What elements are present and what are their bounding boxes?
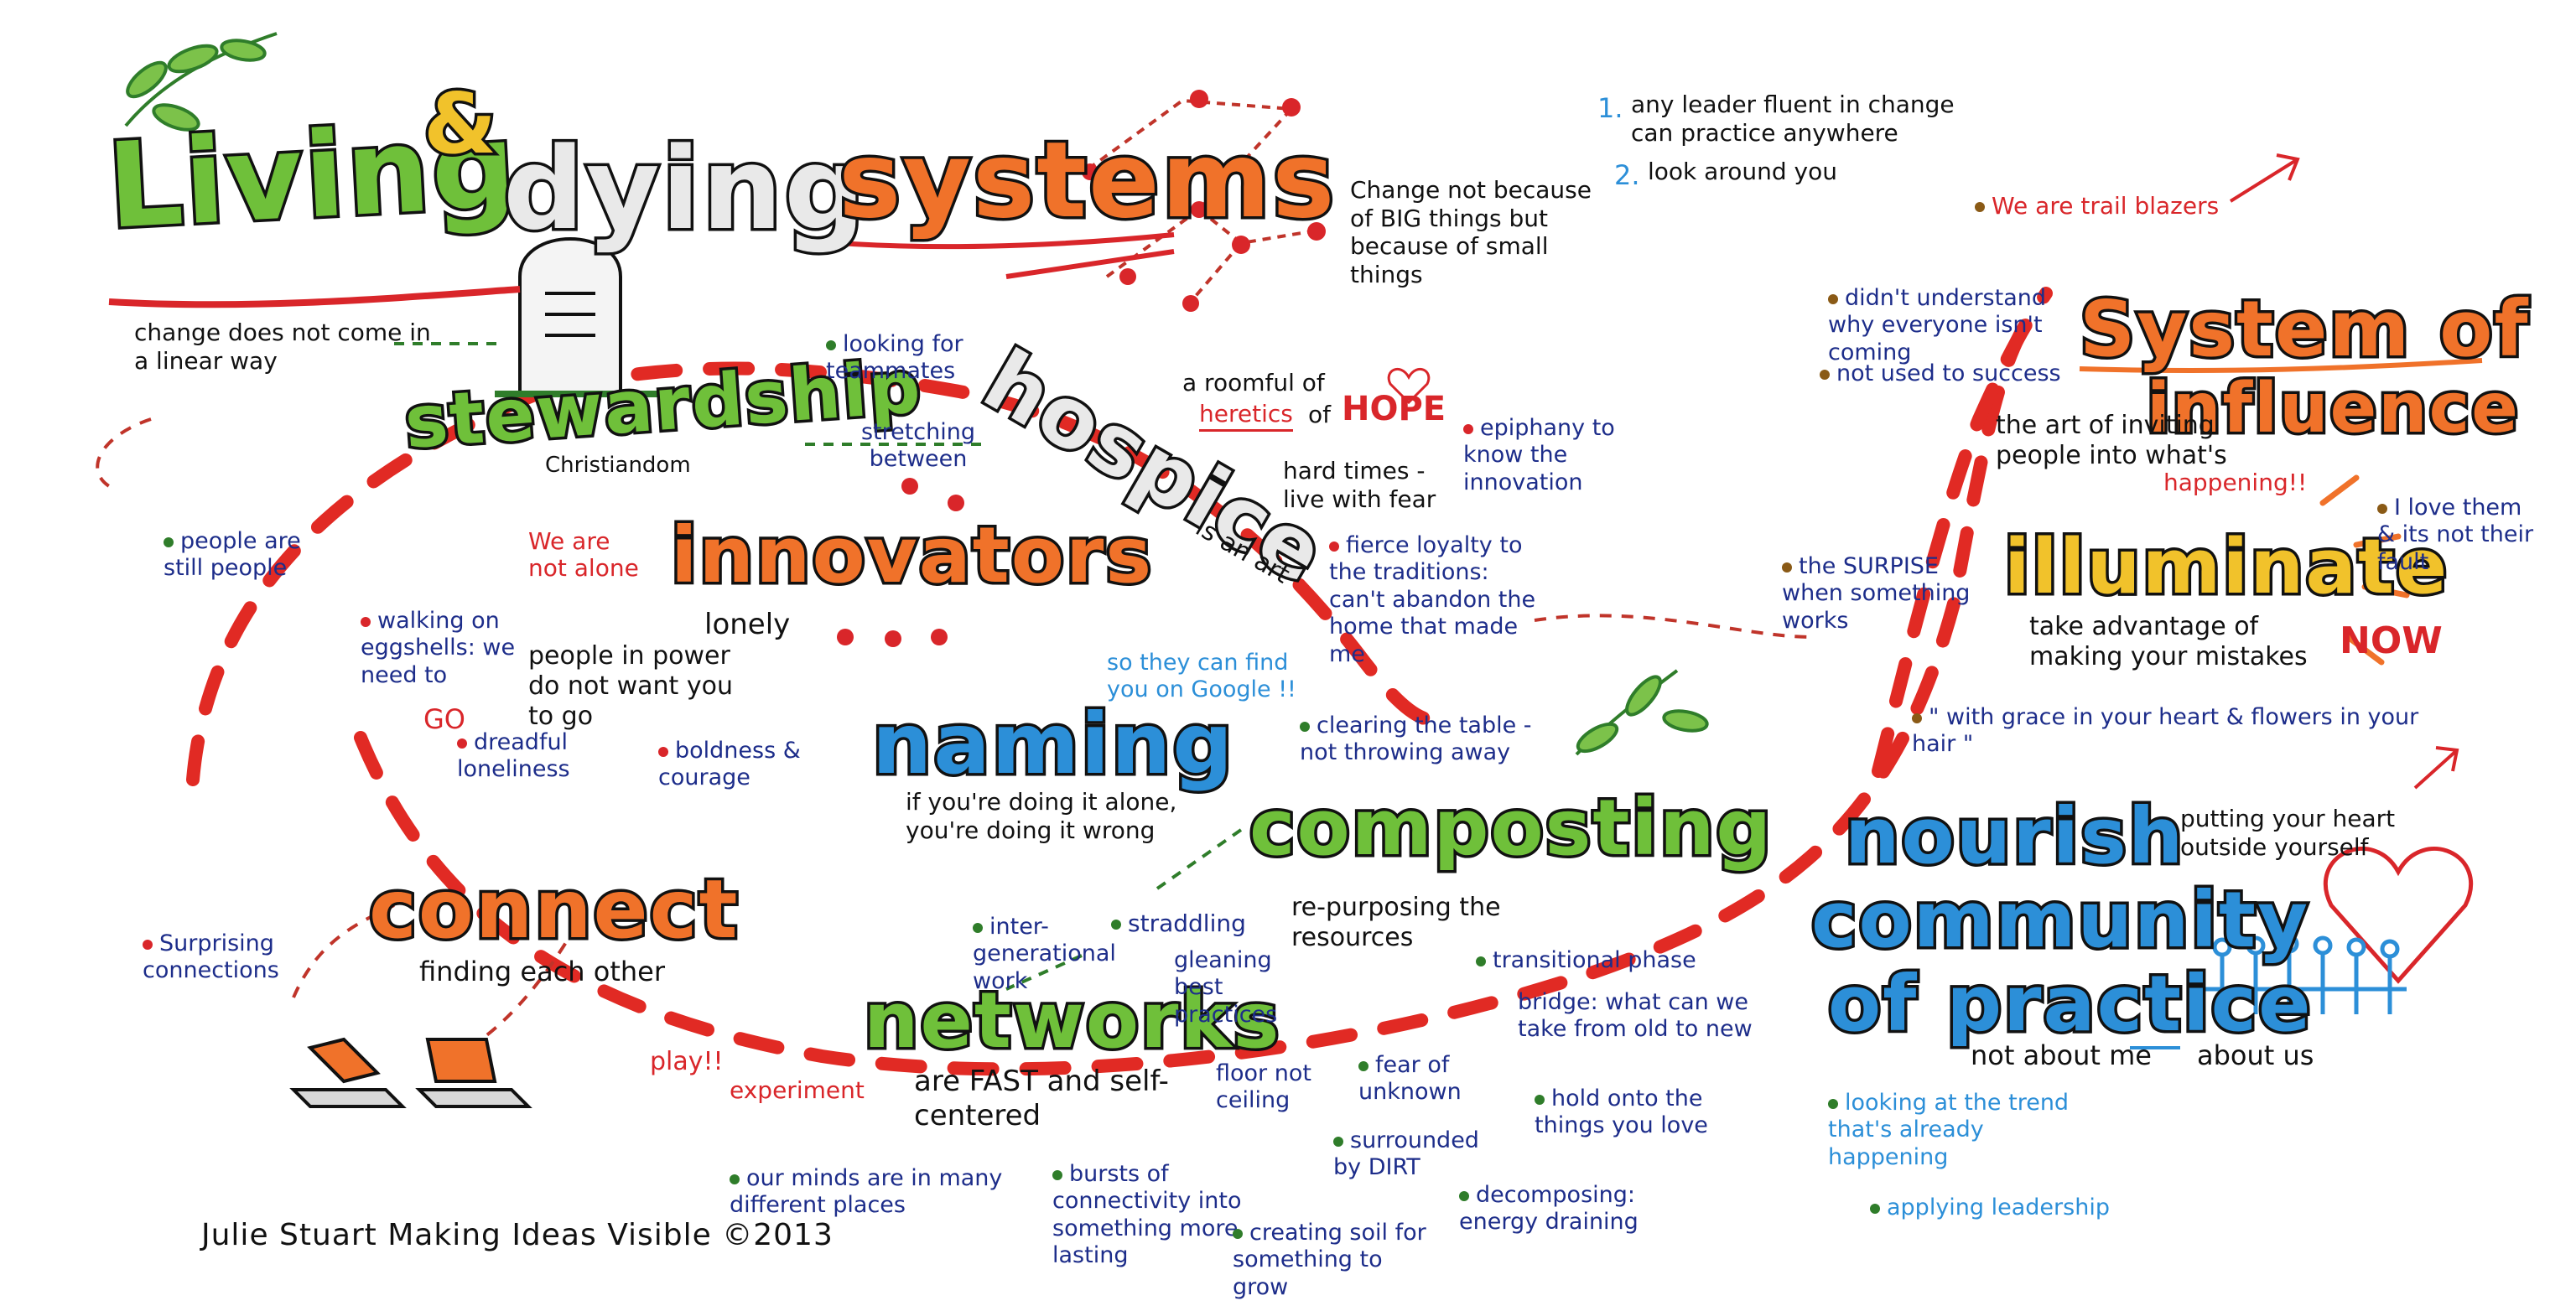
note-heretics: heretics	[1199, 400, 1293, 433]
heading-ampersand: &	[420, 75, 499, 173]
note-surprising-connections: Surprising connections	[143, 930, 310, 985]
note-hard-times: hard times - live with fear	[1283, 457, 1436, 513]
note-happening: happening!!	[2163, 469, 2308, 496]
note-transitional: transitional phase	[1476, 947, 1744, 974]
arrow-trail-blazers	[2229, 153, 2300, 203]
note-looking-for-teammates: looking for teammates	[826, 331, 1027, 386]
note-floor-not-ceiling: floor not ceiling	[1216, 1060, 1311, 1114]
note-not-used-to-success: not used to success	[1820, 360, 2061, 387]
note-walking-on-eggshells: walking on eggshells: we need to	[361, 608, 520, 689]
note-people-still-people: people are still people	[164, 528, 331, 583]
note-now: NOW	[2340, 619, 2443, 662]
note-bursts: bursts of connectivity into something mo…	[1052, 1161, 1304, 1270]
note-are-fast: are FAST and self-centered	[914, 1065, 1169, 1132]
laptop-drawings	[289, 1037, 532, 1108]
note-about-us: about us	[2197, 1039, 2314, 1071]
note-roomful-of: a roomful of	[1182, 369, 1325, 396]
arrow-heart	[2413, 746, 2459, 790]
note-creating-soil: creating soil for something to grow	[1233, 1220, 1442, 1301]
heading-community: community	[1809, 875, 2311, 965]
note-look-around: look around you	[1648, 158, 1837, 185]
note-play: play!!	[650, 1047, 724, 1076]
note-naming-alone: if you're doing it alone, you're doing i…	[906, 788, 1177, 844]
sprout-drawing	[1575, 669, 1709, 756]
heading-nourish: nourish	[1841, 791, 2185, 881]
note-clearing-table: clearing the table - not throwing away	[1300, 712, 1560, 767]
people-group-drawing	[2205, 934, 2407, 1014]
note-hold-onto: hold onto the things you love	[1535, 1086, 1736, 1140]
note-art-of-inviting: the art of inviting people into what's	[1996, 411, 2227, 470]
heading-influence: influence	[2144, 369, 2521, 448]
note-straddling: straddling	[1111, 909, 1246, 938]
note-list-1: 1.	[1597, 92, 1623, 124]
note-fierce-loyalty: fierce loyalty to the traditions: can't …	[1329, 532, 1547, 668]
dashed-connector-laptops	[468, 920, 580, 1049]
note-we-are-not-alone: We are not alone	[528, 527, 639, 583]
heading-innovators: innovators	[667, 510, 1154, 600]
heading-dying: dying	[501, 123, 869, 255]
note-intergenerational: inter-generational work	[973, 914, 1116, 994]
note-hope: HOPE	[1342, 390, 1446, 428]
note-not-about-me: not about me	[1971, 1039, 2152, 1071]
note-with-grace: " with grace in your heart & flowers in …	[1912, 704, 2432, 759]
note-change-not-big: Change not because of BIG things but bec…	[1350, 176, 1592, 288]
note-epiphany: epiphany to know the innovation	[1463, 415, 1665, 496]
note-applying-leadership: applying leadership	[1870, 1194, 2110, 1221]
note-experiment: experiment	[730, 1076, 865, 1104]
heading-connect: connect	[366, 863, 740, 956]
note-heart-outside: putting your heart outside yourself	[2180, 805, 2396, 861]
heading-systems: systems	[835, 120, 1337, 241]
heading-naming: naming	[870, 695, 1236, 793]
flow-line-lower	[354, 312, 2036, 1076]
note-list-2: 2.	[1614, 159, 1640, 191]
note-surrounded-dirt: surrounded by DIRT	[1333, 1127, 1493, 1182]
note-leader-fluent: any leader fluent in change can practice…	[1631, 91, 1955, 147]
heading-composting: composting	[1246, 783, 1774, 873]
leaves-drawing	[124, 32, 278, 132]
note-the-surprise: the SURPISE when something works	[1782, 553, 1975, 635]
note-boldness-courage: boldness & courage	[658, 738, 801, 791]
tombstone-drawing	[495, 237, 662, 397]
heading-illuminate: illuminate	[2001, 523, 2449, 611]
heart-icon	[1387, 367, 1431, 405]
heading-of-practice: of practice	[1826, 959, 2314, 1049]
note-trail-blazers: We are trail blazers	[1975, 192, 2219, 220]
note-looking-at-trend: looking at the trend that's already happ…	[1828, 1090, 2080, 1171]
note-people-in-power: people in power do not want you to go	[528, 641, 733, 731]
heading-system-of: System of	[2077, 284, 2531, 374]
note-love-them: I love them & its not their fault	[2377, 495, 2545, 576]
note-stretching-between: stretching between	[860, 419, 976, 473]
note-gleaning: gleaning best practices	[1174, 947, 1278, 1028]
note-repurposing: re-purposing the resources	[1291, 893, 1501, 952]
note-christiandom: Christiandom	[545, 453, 691, 478]
artist-signature: Julie Stuart Making Ideas Visible ©2013	[201, 1218, 834, 1252]
note-lonely: lonely	[704, 608, 791, 641]
note-bridge: bridge: what can we take from old to new	[1518, 989, 1753, 1043]
note-take-advantage: take advantage of making your mistakes	[2029, 612, 2308, 671]
note-finding-each-other: finding each other	[419, 956, 665, 987]
note-fear-unknown: fear of unknown	[1358, 1052, 1509, 1106]
dashed-connector-left	[96, 417, 152, 488]
big-heart-icon	[2323, 847, 2474, 984]
note-minds-many-places: our minds are in many different places	[730, 1165, 1006, 1220]
note-change-not-linear: change does not come in a linear way	[134, 319, 431, 375]
note-didnt-understand: didn't understand why everyone isn't com…	[1828, 285, 2080, 366]
note-find-on-google: so they can find you on Google !!	[1107, 650, 1296, 703]
note-of: of	[1308, 401, 1331, 428]
note-decomposing: decomposing: energy draining	[1459, 1182, 1694, 1236]
note-dreadful-loneliness: dreadful loneliness	[457, 729, 608, 784]
dashed-connector-hospice	[1534, 614, 1812, 639]
